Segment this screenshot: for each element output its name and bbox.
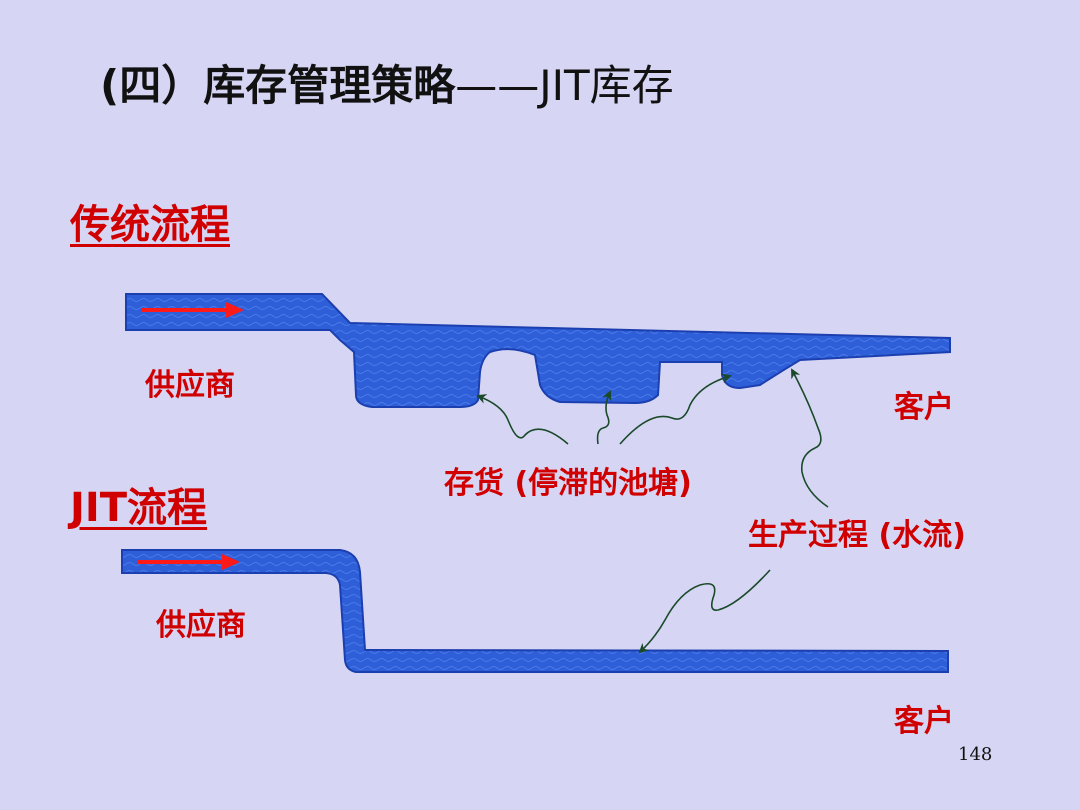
traditional-flow-arrow-head [226, 302, 244, 318]
jit-supplier-label: 供应商 [156, 608, 246, 643]
jit-heading: JIT流程 [70, 485, 208, 531]
traditional-customer-label: 客户 [894, 390, 954, 425]
inventory-pointers [476, 373, 732, 445]
traditional-supplier-label: 供应商 [145, 368, 235, 403]
process-label: 生产过程 (水流) [748, 518, 966, 553]
page-number: 148 [958, 744, 993, 765]
process-pointers [638, 368, 829, 654]
inventory-label: 存货 (停滞的池塘) [444, 466, 692, 501]
traditional-heading: 传统流程 [70, 202, 230, 248]
title-bold: (四）库存管理策略 [100, 61, 456, 110]
slide-title: (四）库存管理策略——JIT库存 [100, 52, 674, 116]
traditional-channel [125, 293, 951, 408]
title-rest: ——JIT库存 [455, 61, 674, 110]
jit-customer-label: 客户 [894, 704, 954, 739]
jit-flow-arrow-head [222, 554, 240, 570]
